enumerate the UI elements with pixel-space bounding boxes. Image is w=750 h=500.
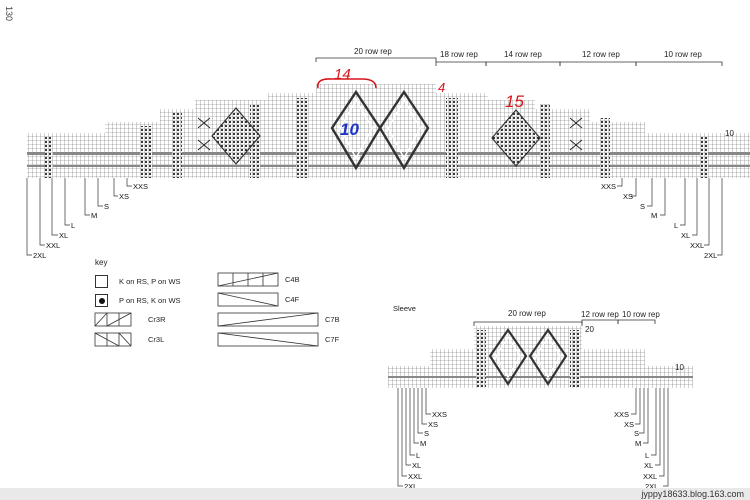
sleeve-size-left-xxl: XXL — [408, 472, 423, 481]
sleeve-row-marker-20: 20 — [585, 325, 594, 334]
body-size-left-m: M — [91, 211, 98, 220]
body-size-right-l: L — [674, 221, 679, 230]
sleeve-size-left-s: S — [424, 429, 430, 438]
sleeve-size-right-m: M — [635, 439, 642, 448]
body-repeat-label-14: 14 row rep — [504, 50, 542, 59]
sleeve-size-right-xxl: XXL — [643, 472, 658, 481]
sleeve-repeat-label-20: 20 row rep — [508, 309, 546, 318]
sleeve-size-left-2xl: 2XL — [404, 482, 418, 491]
sleeve-size-left-xs: XS — [428, 420, 439, 429]
sleeve-repeat-label-12: 12 row rep — [581, 310, 619, 319]
sleeve-diamonds — [488, 328, 568, 387]
footer-watermark: jyppy18633.blog.163.com — [641, 489, 744, 499]
sleeve-size-right-s: S — [634, 429, 640, 438]
sleeve-size-right-xl: XL — [644, 461, 654, 470]
body-repeat-label-12: 12 row rep — [582, 50, 620, 59]
annotation-red-4: 4 — [438, 80, 446, 95]
body-size-left-l: L — [71, 221, 76, 230]
sleeve-moss-panels — [476, 330, 580, 388]
body-size-right-m: M — [651, 211, 658, 220]
body-size-lines-left — [26, 178, 132, 256]
body-size-right-xs: XS — [623, 192, 634, 201]
body-size-left-xs: XS — [119, 192, 130, 201]
annotation-red-14: 14 — [334, 66, 351, 83]
body-diamond-motifs — [211, 89, 541, 171]
body-size-right-s: S — [640, 202, 646, 211]
body-size-right-xxs: XXS — [601, 182, 617, 191]
sleeve-size-right-xxs: XXS — [614, 410, 630, 419]
body-repeat-label-18: 18 row rep — [440, 50, 478, 59]
key-symbol-purl — [95, 294, 108, 307]
sleeve-size-lines-left — [397, 388, 431, 487]
key-label-c7b: C7B — [325, 315, 340, 324]
sleeve-size-left-xl: XL — [412, 461, 422, 470]
sleeve-size-lines-right — [631, 388, 669, 487]
sleeve-size-right-xs: XS — [624, 420, 635, 429]
body-size-right-2xl: 2XL — [704, 251, 718, 260]
body-grid — [27, 84, 750, 178]
red-bracket — [316, 78, 377, 89]
body-size-left-xl: XL — [59, 231, 69, 240]
body-repeat-label-10: 10 row rep — [664, 50, 702, 59]
body-repeat-brackets — [315, 57, 723, 66]
key-label-c7f: C7F — [325, 335, 340, 344]
body-size-right-xxl: XXL — [690, 241, 705, 250]
body-size-lines-right — [617, 178, 723, 256]
body-size-left-xxl: XXL — [46, 241, 61, 250]
key-label-cr3l: Cr3L — [148, 335, 165, 344]
key-title: key — [95, 258, 108, 267]
annotation-red-15: 15 — [505, 92, 524, 111]
key-label-knit: K on RS, P on WS — [119, 277, 181, 286]
body-repeat-label-20: 20 row rep — [354, 47, 392, 56]
sleeve-title: Sleeve — [393, 304, 416, 313]
sleeve-grid — [388, 326, 693, 388]
sleeve-repeat-brackets — [473, 319, 656, 326]
body-size-left-s: S — [104, 202, 110, 211]
key-label-c4f: C4F — [285, 295, 300, 304]
sleeve-repeat-label-10: 10 row rep — [622, 310, 660, 319]
page-number: 130 — [4, 6, 14, 22]
sleeve-size-left-l: L — [416, 451, 421, 460]
body-row-marker: 10 — [725, 129, 734, 138]
body-size-right-xl: XL — [681, 231, 691, 240]
body-cables — [197, 117, 583, 151]
sleeve-row-marker-10: 10 — [675, 363, 684, 372]
key-label-cr3r: Cr3R — [148, 315, 166, 324]
body-size-left-xxs: XXS — [133, 182, 149, 191]
sleeve-size-left-xxs: XXS — [432, 410, 448, 419]
sleeve-size-left-m: M — [420, 439, 427, 448]
sleeve-size-right-2xl: 2XL — [645, 482, 659, 491]
key-symbols — [94, 272, 319, 347]
body-size-left-2xl: 2XL — [33, 251, 47, 260]
sleeve-size-right-l: L — [645, 451, 650, 460]
footer-bar — [0, 488, 750, 500]
key-label-purl: P on RS, K on WS — [119, 296, 181, 305]
key-label-c4b: C4B — [285, 275, 300, 284]
annotation-blue-10: 10 — [340, 120, 359, 139]
key-symbol-knit — [95, 275, 108, 288]
